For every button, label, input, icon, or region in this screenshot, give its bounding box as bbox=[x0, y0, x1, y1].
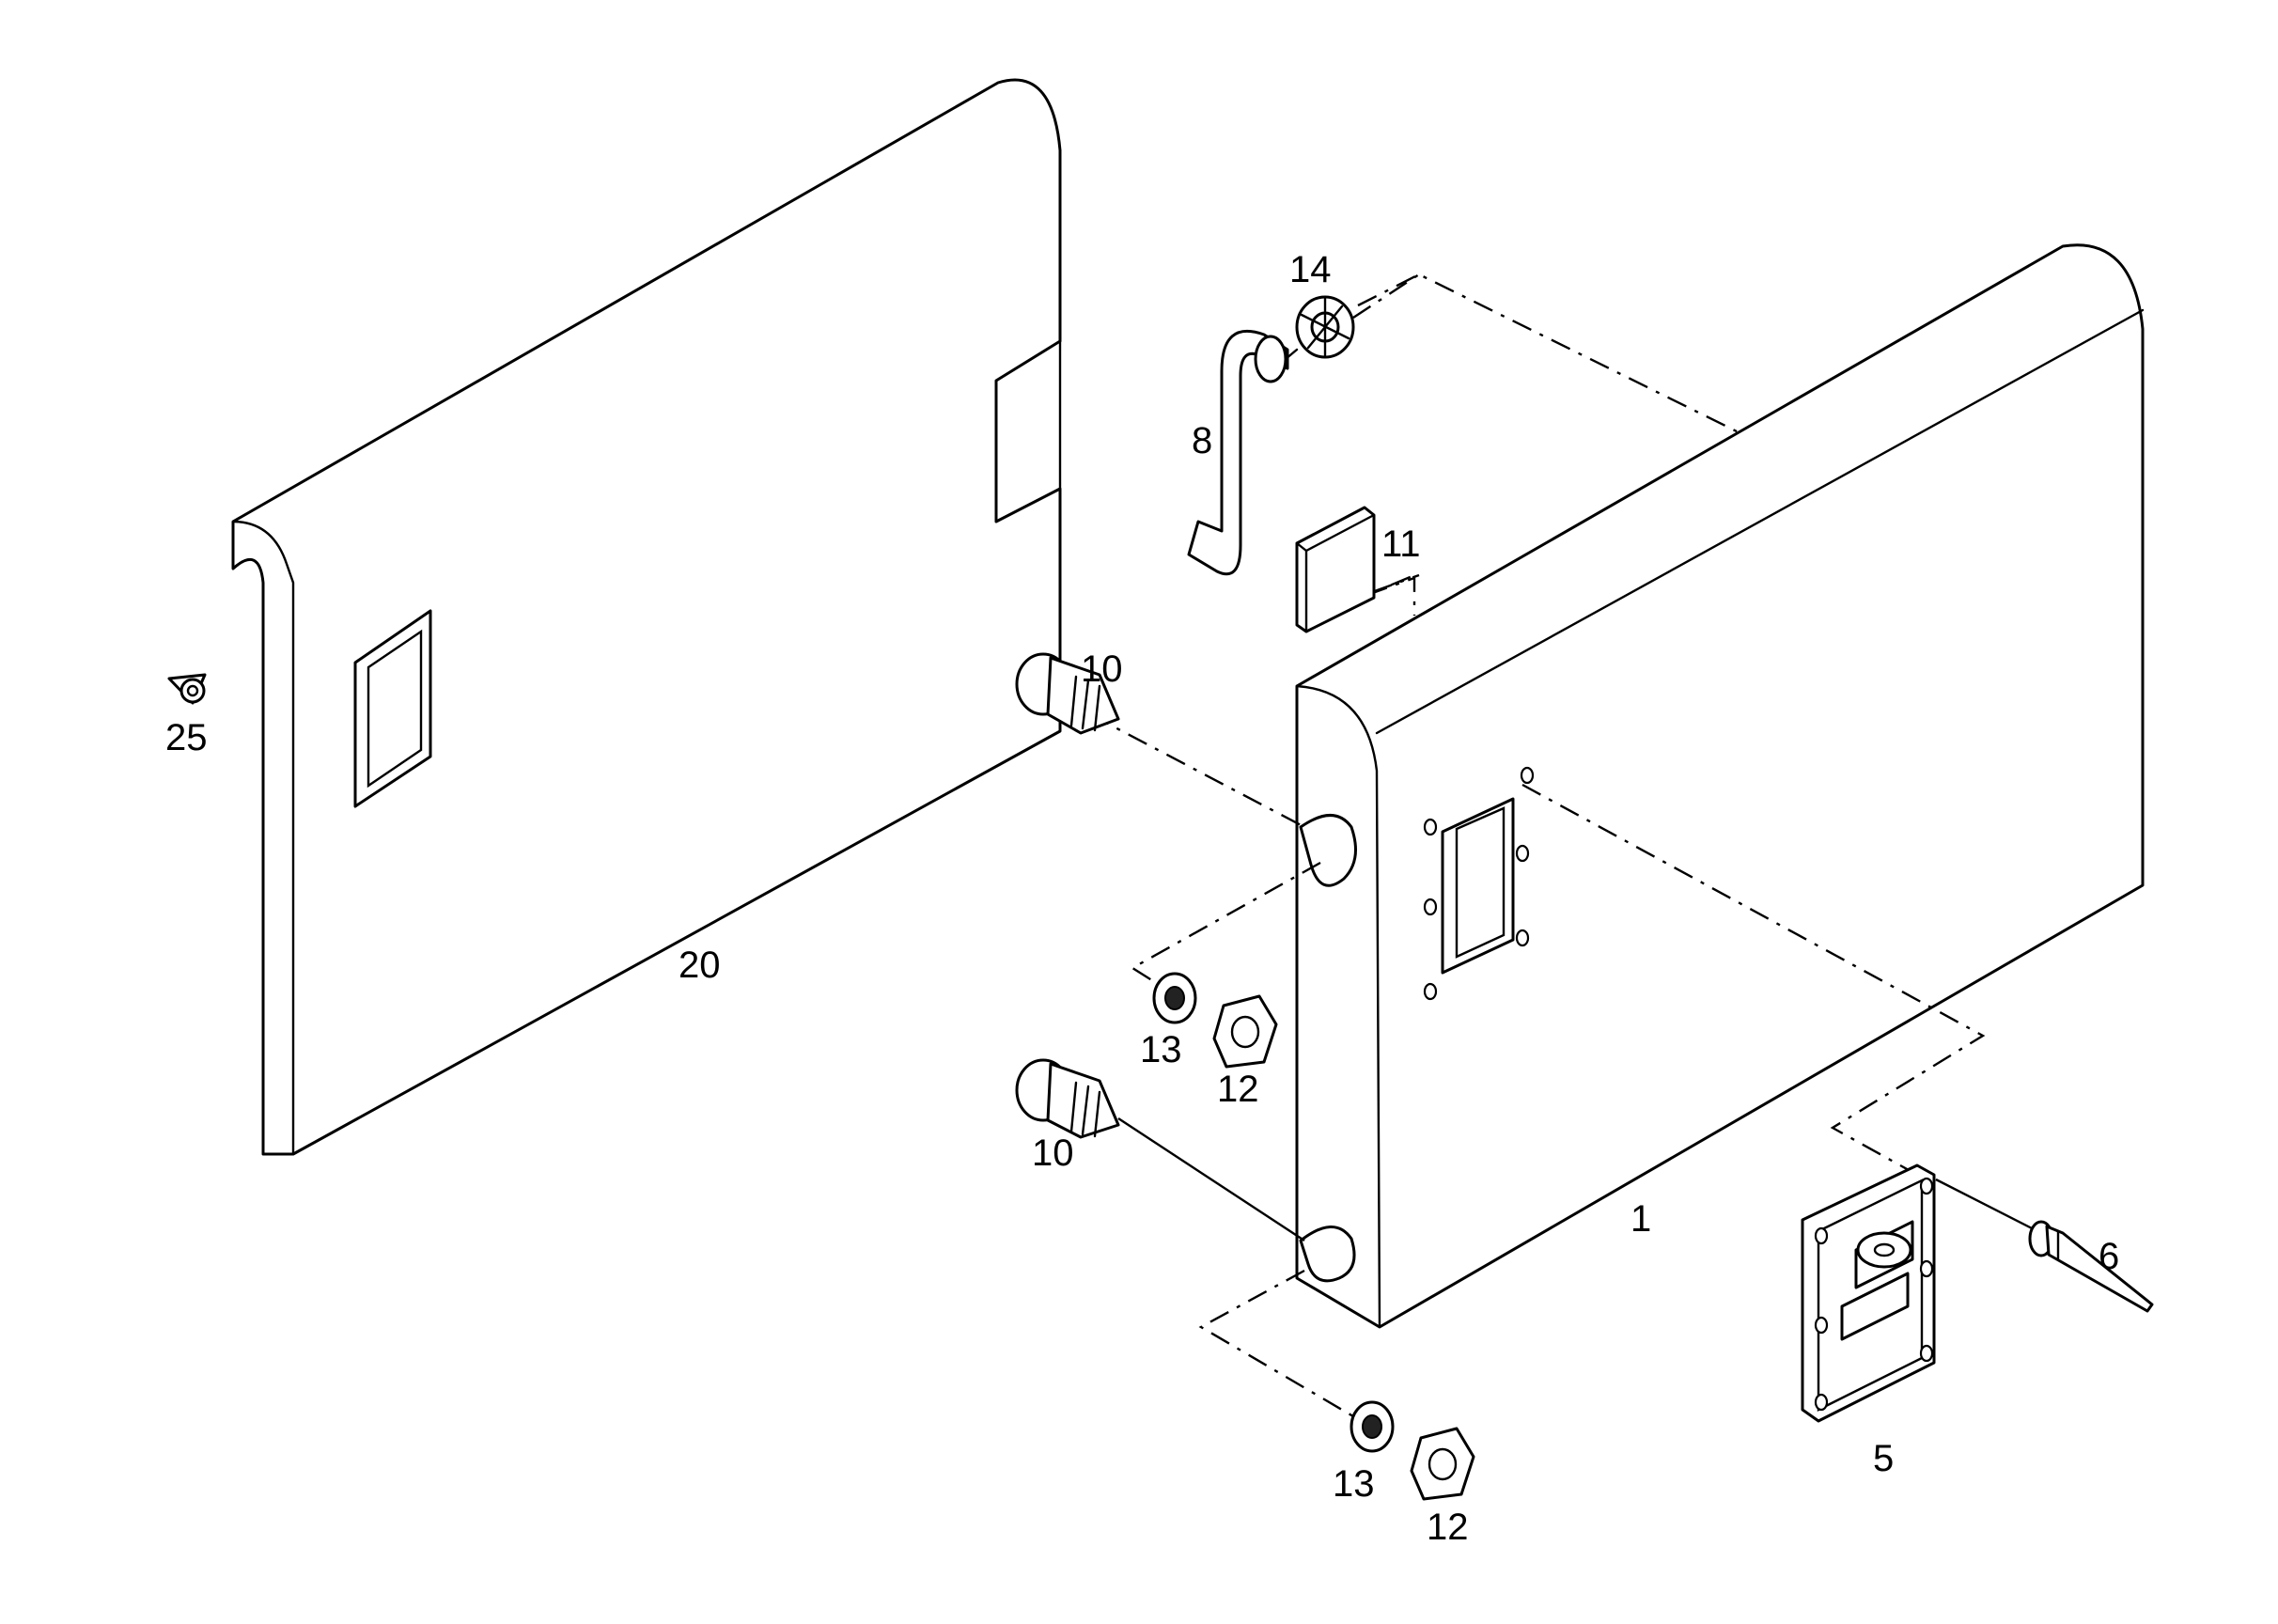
latch-plate-5 bbox=[1801, 1163, 1936, 1423]
pad-11 bbox=[1295, 506, 1376, 633]
label-10-lower: 10 bbox=[1032, 1132, 1074, 1174]
label-6: 6 bbox=[2099, 1236, 2119, 1277]
label-12-upper: 12 bbox=[1217, 1069, 1259, 1110]
label-1: 1 bbox=[1630, 1198, 1651, 1240]
bolt-10-lower bbox=[1015, 1058, 1120, 1139]
washer-13-upper bbox=[1152, 972, 1197, 1024]
label-14: 14 bbox=[1289, 249, 1332, 290]
part-labels: 1 5 6 8 10 10 11 12 12 13 13 14 20 25 bbox=[165, 249, 2119, 1548]
nut-12-upper bbox=[1212, 994, 1278, 1069]
washer-13-lower bbox=[1350, 1400, 1395, 1453]
label-8: 8 bbox=[1192, 420, 1212, 461]
label-11: 11 bbox=[1381, 523, 1421, 565]
grommet-25 bbox=[167, 673, 207, 705]
label-20: 20 bbox=[679, 945, 721, 986]
label-10-upper: 10 bbox=[1081, 648, 1123, 690]
nut-12-lower bbox=[1410, 1427, 1475, 1501]
pin-6 bbox=[2028, 1220, 2154, 1313]
hook-8 bbox=[1187, 329, 1299, 576]
label-5: 5 bbox=[1873, 1438, 1894, 1479]
label-25: 25 bbox=[165, 717, 208, 758]
label-13-upper: 13 bbox=[1140, 1029, 1182, 1070]
side-panel-1 bbox=[1295, 243, 2145, 1329]
star-washer-14 bbox=[1295, 273, 1420, 359]
side-panel-20 bbox=[231, 78, 1062, 1156]
label-12-lower: 12 bbox=[1427, 1507, 1469, 1548]
bolt-10-upper bbox=[1015, 652, 1120, 735]
label-13-lower: 13 bbox=[1333, 1463, 1375, 1505]
